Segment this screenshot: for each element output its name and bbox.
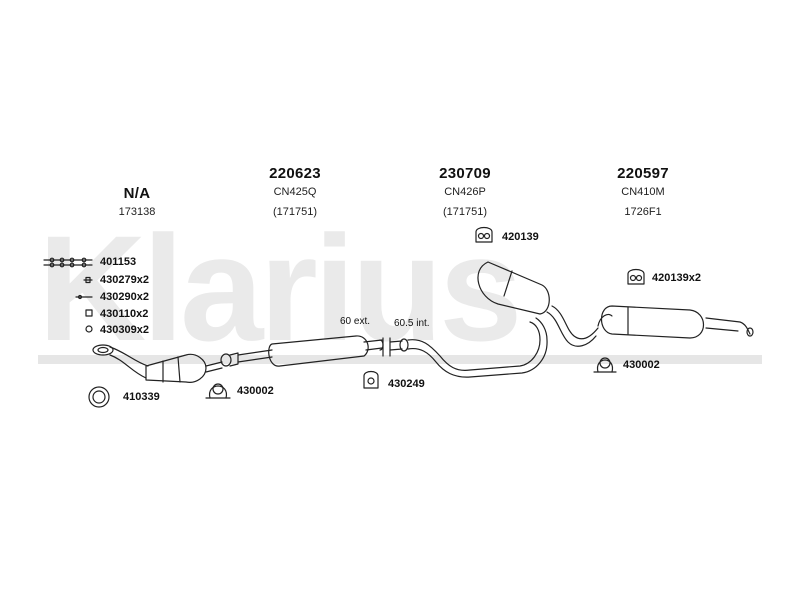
fitting-label-5: 430309x2 [100,324,149,336]
pipe-ext-note: 60 ext. [340,316,371,327]
bolt-set-icon [43,257,93,268]
brand-watermark: Klarius [38,204,523,372]
column-1-ref: 173138 [118,206,156,218]
clamp-icon-2 [593,357,617,373]
mount-label: 430249 [388,378,425,390]
fitting-label-3: 430290x2 [100,291,149,303]
mount-label-2: 420139 [502,231,539,243]
column-3-code: 230709 [439,165,491,182]
watermark-bar [38,355,762,364]
column-2-alt: (171751) [272,206,318,218]
clamp-icon [205,383,231,399]
column-2-code: 220623 [269,165,321,182]
column-1-code: N/A [123,185,151,202]
nut-icon [85,309,93,317]
fitting-label-2: 430279x2 [100,274,149,286]
rubber-mount-icon-3 [627,268,645,285]
fitting-label-4: 430110x2 [100,308,149,320]
gasket-label: 410339 [123,391,160,403]
clamp-label-2: 430002 [623,359,660,371]
rubber-mount-icon [363,370,379,389]
rear-silencer-icon [597,305,754,339]
column-3-ref: CN426P [444,186,486,198]
bolt-icon [83,276,93,284]
stud-icon [75,294,93,300]
centre-silencer-icon [237,335,384,367]
column-3-alt: (171751) [442,206,488,218]
gasket-ring-icon [88,386,110,408]
column-4-alt: 1726F1 [624,206,662,218]
column-2-ref: CN425Q [273,186,317,198]
pipe-int-note: 60.5 int. [394,318,430,329]
column-4-ref: CN410M [621,186,665,198]
mount-label-3: 420139x2 [652,272,701,284]
intermediate-silencer-icon [407,261,599,378]
fitting-label-1: 401153 [100,256,137,268]
washer-icon [85,325,93,333]
clamp-label: 430002 [237,385,274,397]
column-4-code: 220597 [617,165,669,182]
rubber-mount-icon-2 [475,226,493,243]
pipe-joint-icon [382,337,409,357]
catalytic-converter-icon [92,344,239,383]
